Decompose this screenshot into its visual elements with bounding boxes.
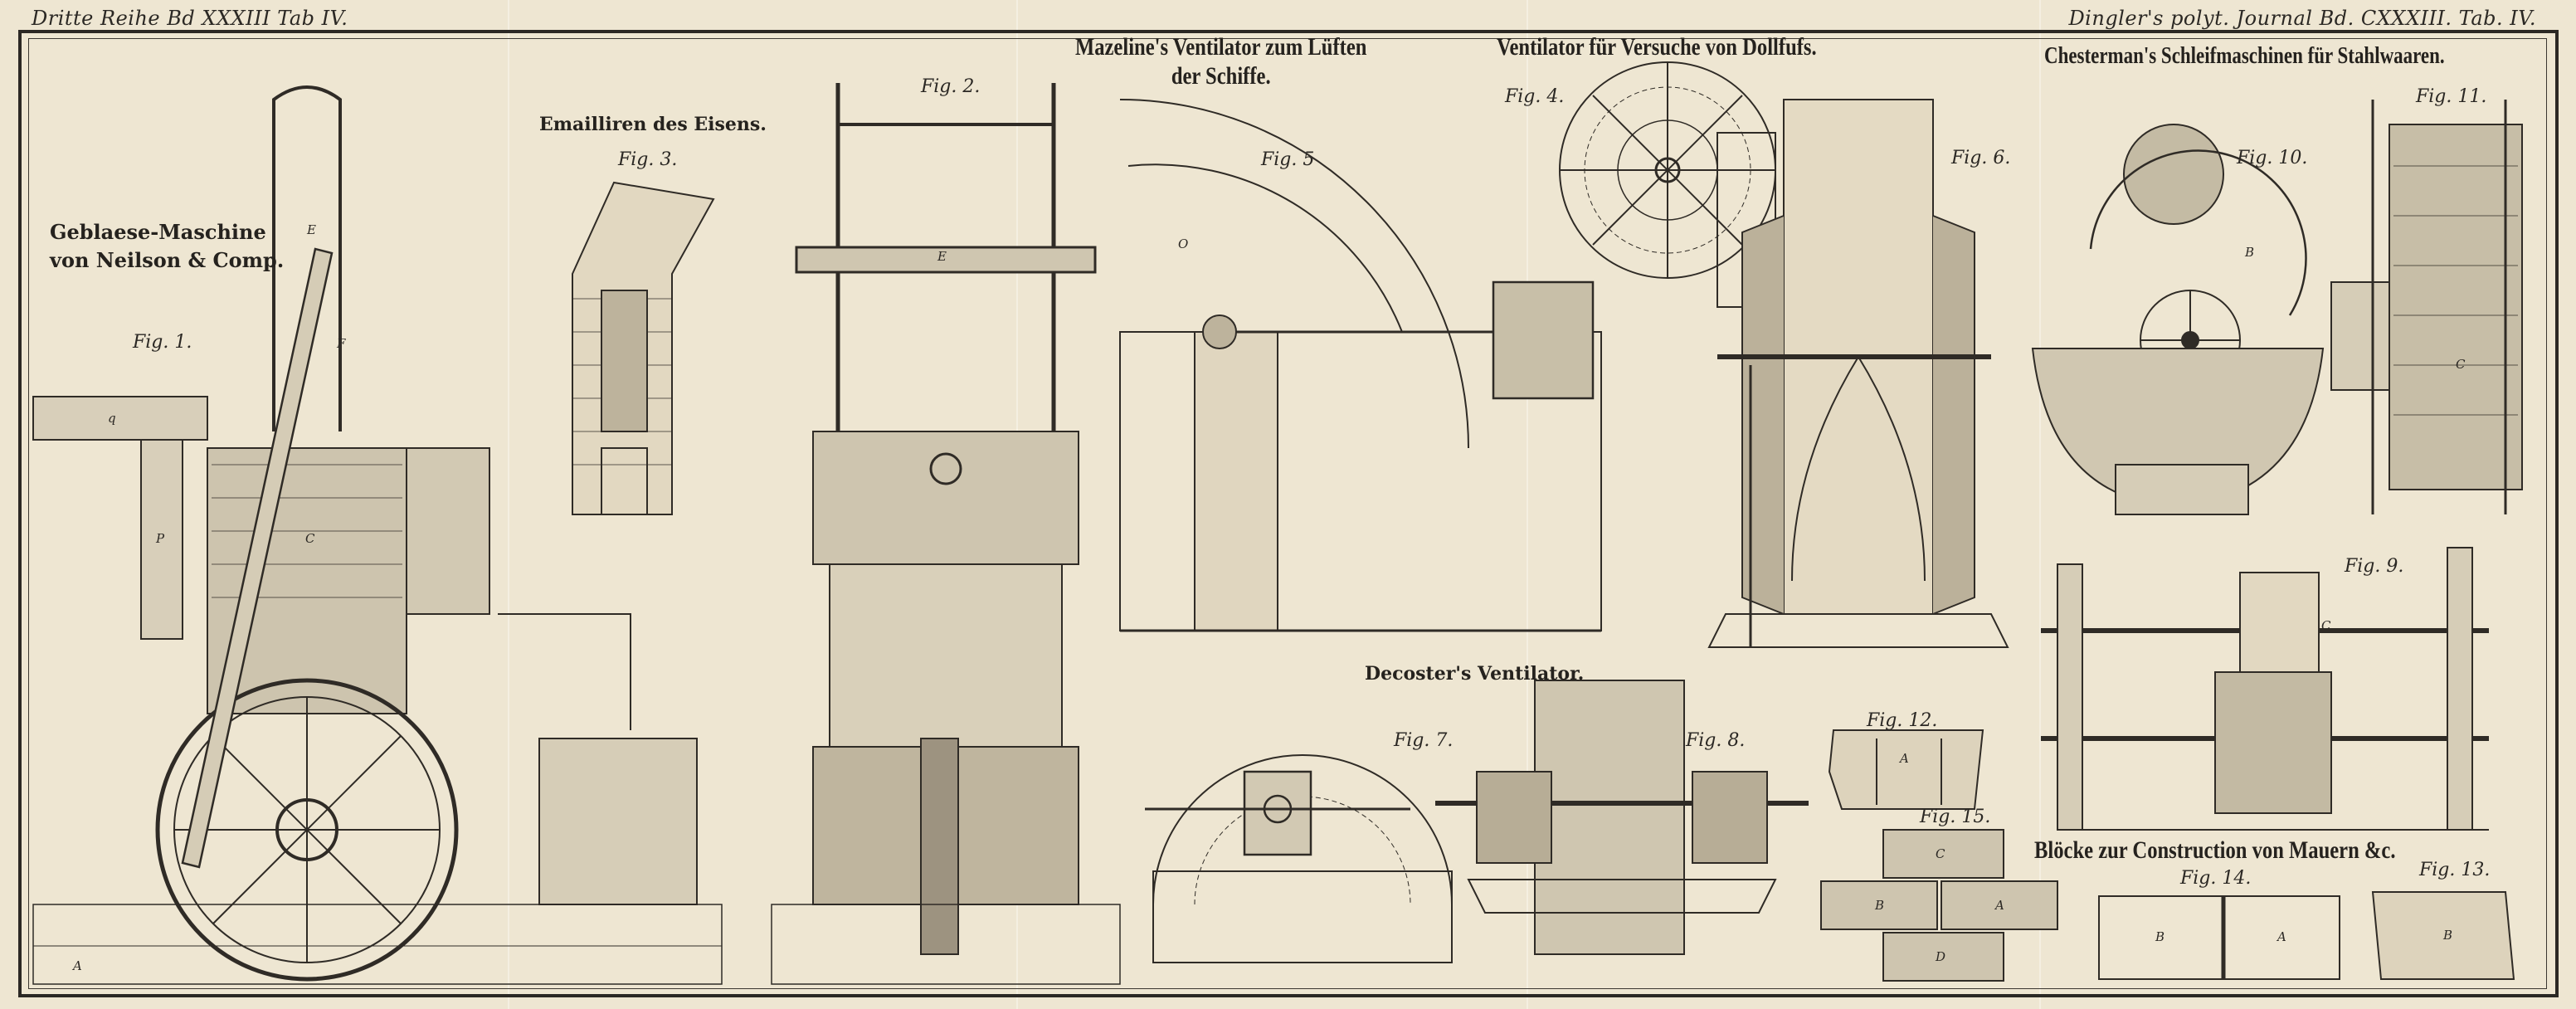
part-label: B	[2245, 245, 2255, 260]
part-label: B	[2155, 929, 2165, 944]
part-label: P	[156, 531, 165, 546]
part-label: C	[1936, 846, 1945, 861]
part-label: A	[73, 958, 82, 973]
title-mazeline-line1: Mazeline's Ventilator zum Lüften	[1075, 33, 1367, 61]
title-mazeline: Mazeline's Ventilator zum Lüften der Sch…	[1075, 33, 1366, 90]
title-neilson-line1: Geblaese-Maschine	[50, 220, 266, 244]
fig-11-grinder-front	[2330, 100, 2523, 514]
fig-2-label: Fig. 2.	[921, 76, 981, 97]
part-label: q	[108, 411, 116, 426]
part-label: F	[337, 336, 346, 351]
title-mazeline-line2: der Schiffe.	[1171, 61, 1271, 90]
part-label: B	[1875, 898, 1885, 913]
fig-10-label: Fig. 10.	[2237, 148, 2308, 168]
part-label: C	[2456, 357, 2466, 372]
fig-1-label: Fig. 1.	[133, 332, 192, 353]
fig-13-label: Fig. 13.	[2419, 860, 2491, 880]
part-label: B	[2443, 928, 2453, 943]
part-label: C	[305, 531, 315, 546]
part-label: D	[1936, 949, 1946, 964]
title-chesterman: Chesterman's Schleifmaschinen für Stahlw…	[2044, 43, 2445, 69]
fig-9-label: Fig. 9.	[2345, 556, 2404, 577]
fig-3-furnace	[572, 181, 715, 515]
part-label: E	[307, 222, 316, 237]
fig-11-label: Fig. 11.	[2416, 86, 2487, 107]
fig-14-label: Fig. 14.	[2180, 868, 2252, 889]
fig-8-decoster-section	[1435, 680, 1809, 955]
title-decoster: Decoster's Ventilator.	[1365, 663, 1585, 685]
fig-12-label: Fig. 12.	[1867, 710, 1938, 731]
fold-line	[1527, 0, 1528, 1009]
part-label: A	[2277, 929, 2286, 944]
fig-3-label: Fig. 3.	[618, 149, 678, 170]
fig-15-label: Fig. 15.	[1920, 807, 1991, 827]
fig-15-block-plan	[1820, 829, 2058, 982]
fig-4-label: Fig. 4.	[1505, 86, 1565, 107]
title-dollfus: Ventilator für Versuche von Dollfufs.	[1497, 33, 1817, 61]
part-label: A	[1900, 751, 1909, 766]
plate-outer-border	[18, 30, 2559, 997]
fig-7-label: Fig. 7.	[1394, 730, 1454, 751]
fig-9-grinder-plan	[2041, 547, 2489, 831]
fig-10-grinder-side	[2031, 124, 2325, 515]
fig-14-blocks	[2098, 895, 2340, 980]
part-label: E	[937, 249, 947, 264]
title-neilson-line2: von Neilson & Comp.	[50, 247, 285, 272]
part-label: C	[2321, 618, 2331, 633]
plate-header-left: Dritte Reihe Bd XXXIII Tab IV.	[32, 7, 348, 30]
fig-1-blowing-engine	[32, 85, 723, 985]
fig-7-decoster-wheel	[1145, 754, 1453, 963]
title-neilson: Geblaese-Maschine von Neilson & Comp.	[50, 221, 284, 271]
fig-8-label: Fig. 8.	[1686, 730, 1746, 751]
fig-5-mazeline-ventilator	[1119, 99, 1602, 632]
fig-12-block	[1828, 729, 1984, 810]
fig-4-dollfus-ventilator	[1559, 61, 1776, 308]
fig-5-label: Fig. 5	[1261, 149, 1315, 170]
part-label: O	[1178, 236, 1189, 251]
plate-inner-border	[28, 38, 2547, 989]
part-label: A	[1995, 898, 2004, 913]
fold-line	[508, 0, 509, 1009]
title-bloecke: Blöcke zur Construction von Mauern &c.	[2034, 836, 2396, 864]
title-email: Emailliren des Eisens.	[539, 114, 767, 135]
plate-header-right: Dingler's polyt. Journal Bd. CXXXIII. Ta…	[2068, 7, 2536, 30]
fig-13-block	[2371, 891, 2515, 980]
fig-6-label: Fig. 6.	[1951, 148, 2011, 168]
fig-2-engine-front	[771, 83, 1121, 985]
fold-line	[2039, 0, 2041, 1009]
fig-6-ventilator-section	[1707, 99, 2009, 648]
